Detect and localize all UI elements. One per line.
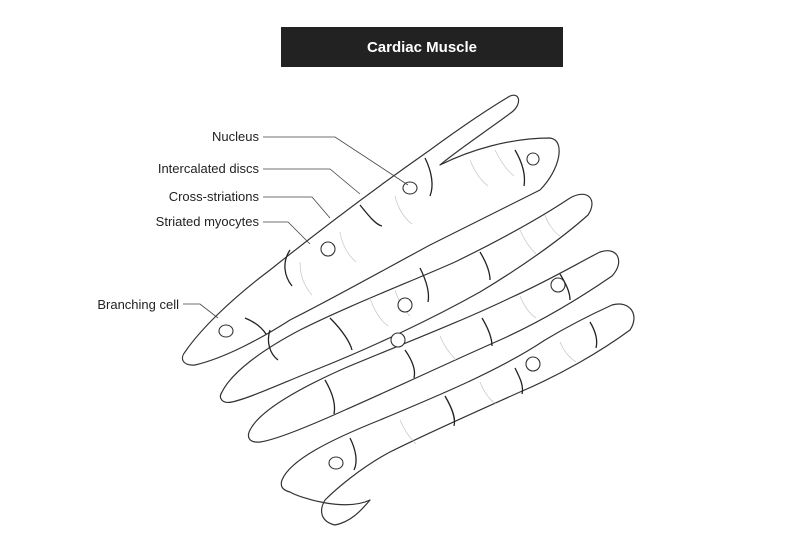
nucleus-8 [328, 456, 344, 470]
nucleus-6 [390, 332, 406, 348]
nucleus-2 [320, 241, 336, 257]
label-intercalated-discs: Intercalated discs [157, 161, 259, 176]
leader-branching-cell [183, 303, 219, 319]
myocyte-lower-middle [247, 250, 620, 443]
leader-striated-myocytes [263, 221, 311, 245]
label-cross-striations: Cross-striations [168, 189, 259, 204]
nucleus-3 [218, 324, 234, 338]
label-striated-myocytes: Striated myocytes [155, 214, 259, 229]
nucleus-9 [525, 356, 541, 372]
label-nucleus: Nucleus [212, 129, 259, 144]
leader-intercalated-discs [263, 168, 361, 195]
nucleus-1 [402, 181, 418, 195]
nucleus-7 [550, 277, 566, 293]
nucleus-4 [526, 152, 540, 166]
myocyte-bottom-branching [280, 303, 635, 526]
myocyte-upper-branching [181, 94, 560, 366]
leader-nucleus [263, 136, 409, 186]
nucleus-5 [397, 297, 413, 313]
myocyte-middle [219, 193, 593, 403]
diagram-title: Cardiac Muscle [281, 27, 563, 67]
leader-cross-striations [263, 196, 331, 219]
label-branching-cell: Branching cell [97, 297, 179, 312]
